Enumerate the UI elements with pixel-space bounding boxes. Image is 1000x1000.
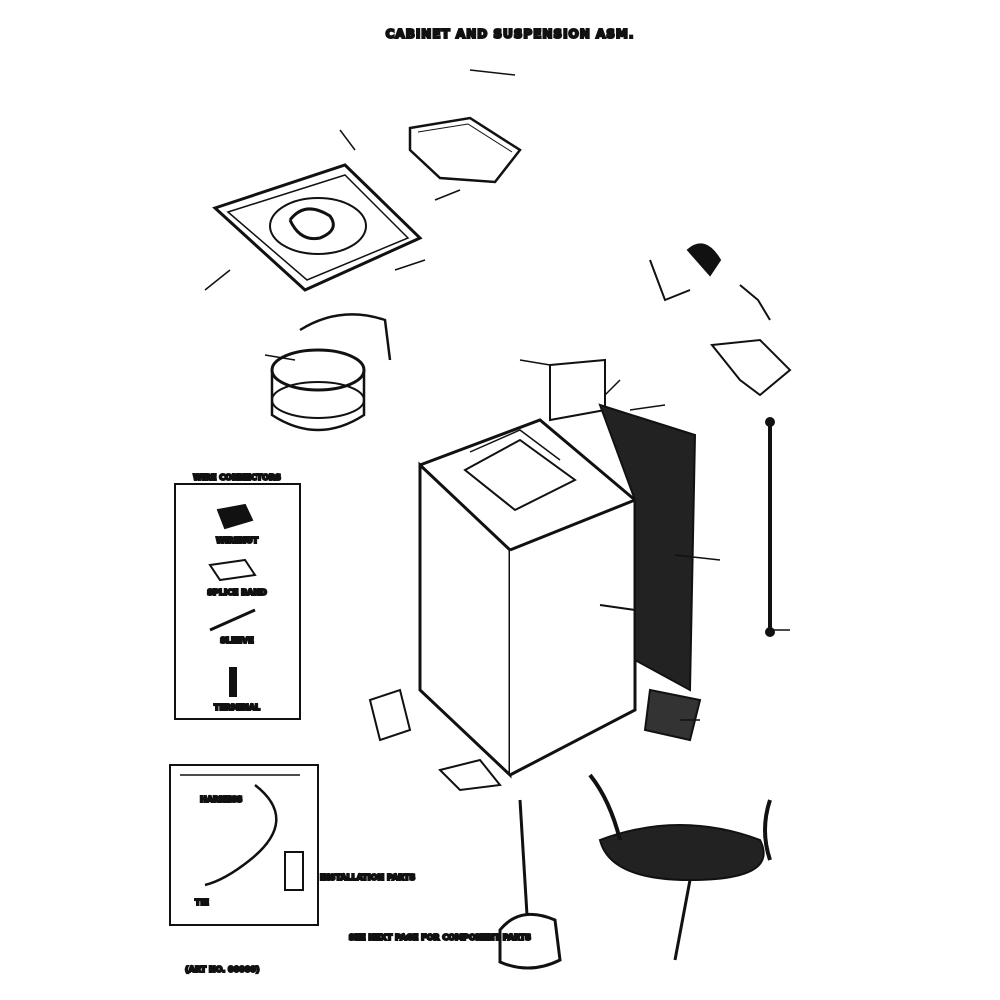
art-number: (ART NO. 00000) <box>185 965 260 974</box>
cabinet <box>418 358 637 779</box>
wire-connector-1: WIRENUT <box>216 536 259 545</box>
corner-bracket <box>368 688 412 742</box>
motor <box>498 799 562 970</box>
wire-connector-4: TERMINAL <box>214 703 260 712</box>
leader-lines <box>204 69 790 721</box>
suspension-rod <box>765 417 775 637</box>
lid <box>408 116 522 184</box>
tub-ring <box>270 313 392 432</box>
toe-panel <box>643 688 702 742</box>
diagram-title: CABINET AND SUSPENSION ASM. <box>386 27 635 41</box>
wire-connector-3: SLEEVE <box>220 636 253 645</box>
leveling-bracket <box>438 758 502 792</box>
wire-connectors-box <box>174 483 301 720</box>
service-note: SEE NEXT PAGE FOR COMPONENT PARTS <box>349 933 531 942</box>
hinge-assembly <box>649 243 792 397</box>
tie-label: TIE <box>195 898 209 907</box>
harness-label: HARNESS <box>200 795 243 804</box>
harness-inset <box>169 764 319 926</box>
top-cover <box>212 163 423 292</box>
base-frame <box>588 773 772 961</box>
wire-connector-2: SPLICE BAND <box>207 588 267 597</box>
wire-connectors-heading: WIRE CONNECTORS <box>193 473 281 482</box>
back-panel <box>598 403 697 692</box>
installation-note: INSTALLATION PARTS <box>320 873 416 882</box>
